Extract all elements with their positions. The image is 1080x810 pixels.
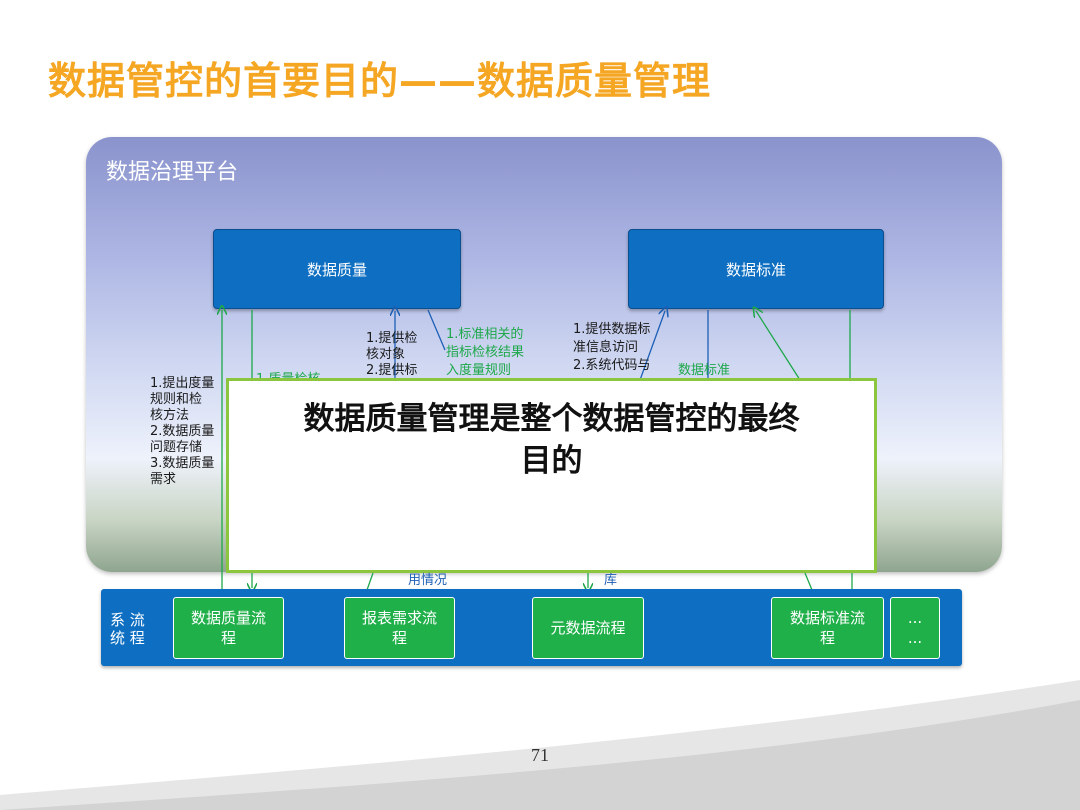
- more-process-box[interactable]: ......: [890, 597, 940, 659]
- slide-title: 数据管控的首要目的——数据质量管理: [48, 59, 712, 103]
- report-process-box[interactable]: 报表需求流程: [344, 597, 455, 659]
- library-label: 库: [604, 573, 618, 588]
- platform-label: 数据治理平台: [106, 160, 239, 185]
- left-label-3: 核方法: [150, 408, 190, 423]
- standard-right-label: 数据标准: [678, 363, 731, 378]
- provide-standard-1: 1.提供数据标: [573, 322, 651, 337]
- metadata-process-box[interactable]: 元数据流程: [532, 597, 644, 659]
- page-number: 71: [531, 745, 549, 765]
- provide-standard-2: 准信息访问: [573, 340, 639, 355]
- system-process-label: 系 流 统 程: [110, 611, 145, 647]
- left-label-5: 问题存储: [150, 440, 203, 455]
- provide-check-1: 1.提供检: [366, 331, 418, 346]
- left-label-7: 需求: [150, 472, 177, 487]
- provide-standard-3: 2.系统代码与: [573, 358, 651, 373]
- left-label-6: 3.数据质量: [150, 456, 215, 471]
- data-standard-box[interactable]: 数据标准: [628, 229, 884, 309]
- standard-process-box[interactable]: 数据标准流程: [771, 597, 884, 659]
- callout-line-1: 数据质量管理是整个数据管控的最终: [303, 401, 800, 437]
- left-label-2: 规则和检: [150, 392, 203, 407]
- callout-line-2: 目的: [520, 443, 583, 479]
- left-label-1: 1.提出度量: [150, 376, 215, 391]
- callout-box: [226, 378, 877, 573]
- provide-check-3: 2.提供标: [366, 363, 418, 378]
- usage-label: 用情况: [408, 573, 448, 588]
- callout-text: 数据质量管理是整个数据管控的最终 目的: [228, 398, 875, 482]
- quality-process-box[interactable]: 数据质量流程: [173, 597, 284, 659]
- left-label-4: 2.数据质量: [150, 424, 215, 439]
- standard-related-3: 入度量规则: [446, 363, 512, 378]
- data-quality-box[interactable]: 数据质量: [213, 229, 461, 309]
- standard-related-1: 1.标准相关的: [446, 327, 524, 342]
- provide-check-2: 核对象: [366, 347, 406, 362]
- standard-related-2: 指标检核结果: [446, 345, 525, 360]
